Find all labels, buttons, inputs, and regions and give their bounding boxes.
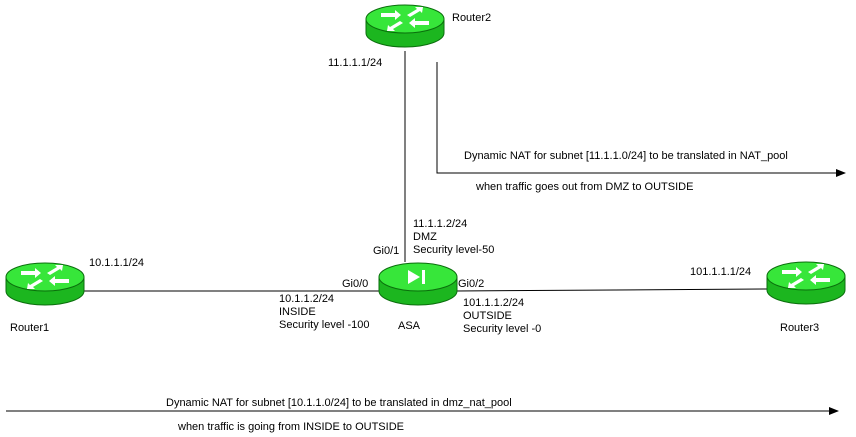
link-asa-router3 (455, 288, 771, 292)
router2-icon (365, 4, 445, 48)
router2-label: Router2 (452, 12, 492, 24)
router3-ip: 101.1.1.1/24 (690, 266, 752, 278)
gi01-zone: DMZ (413, 231, 437, 243)
router2-ip: 11.1.1.1/24 (328, 57, 383, 69)
router1-ip: 10.1.1.1/24 (89, 257, 145, 269)
router1-label: Router1 (10, 322, 50, 334)
gi01-security: Security level-50 (413, 244, 495, 256)
gi01-ip: 11.1.1.2/24 (413, 218, 468, 230)
gi02-zone: OUTSIDE (463, 310, 512, 322)
dmz-nat-rule-text: Dynamic NAT for subnet [11.1.1.0/24] to … (464, 150, 788, 162)
inside-nat-rule-condition: when traffic is going from INSIDE to OUT… (178, 421, 404, 433)
gi02-security: Security level -0 (463, 323, 542, 335)
asa-firewall-icon (378, 262, 458, 306)
gi02-port-label: Gi0/2 (458, 278, 485, 290)
dmz-nat-rule-condition: when traffic goes out from DMZ to OUTSID… (476, 181, 694, 193)
gi02-ip: 101.1.1.2/24 (463, 297, 525, 309)
asa-label: ASA (398, 320, 421, 332)
router3-label: Router3 (780, 322, 820, 334)
gi00-ip: 10.1.1.2/24 (279, 293, 335, 305)
gi00-zone: INSIDE (279, 306, 316, 318)
router3-icon (766, 261, 846, 305)
gi00-port-label: Gi0/0 (342, 278, 369, 290)
inside-nat-rule-text: Dynamic NAT for subnet [10.1.1.0/24] to … (166, 397, 512, 409)
router1-icon (5, 262, 85, 306)
dmz-nat-arrow (436, 62, 846, 177)
gi00-security: Security level -100 (279, 319, 370, 331)
gi01-port-label: Gi0/1 (373, 245, 400, 257)
